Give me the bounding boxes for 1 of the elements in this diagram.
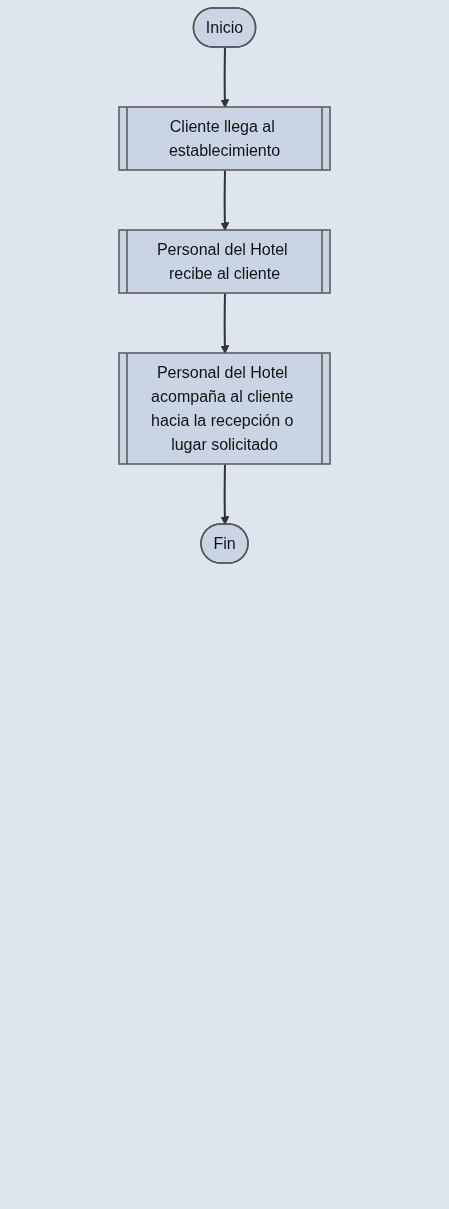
arrow: [220, 46, 230, 108]
